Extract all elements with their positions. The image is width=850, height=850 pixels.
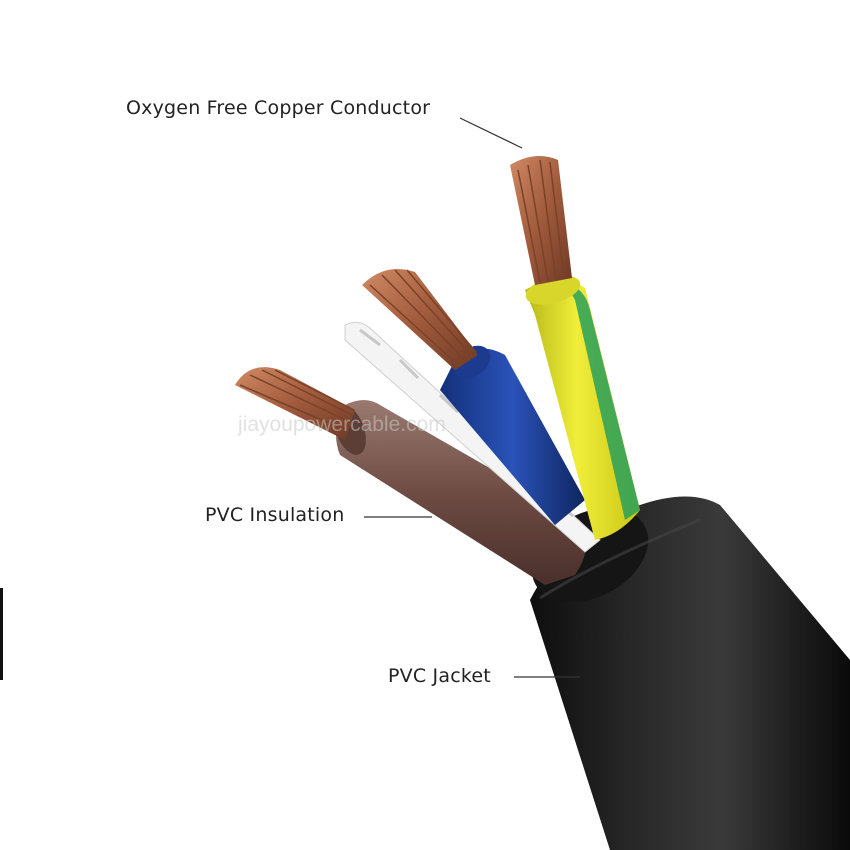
copper-strands-yellow	[510, 156, 572, 285]
conductor-leader-line	[459, 117, 523, 149]
jacket-label: PVC Jacket	[388, 665, 491, 687]
conductor-label: Oxygen Free Copper Conductor	[126, 97, 431, 119]
insulation-label: PVC Insulation	[205, 504, 345, 526]
copper-strands-blue	[362, 268, 478, 370]
copper-strands-brown	[235, 367, 355, 440]
left-edge-mark	[0, 588, 3, 680]
watermark-text: jiayoupowercable.com	[238, 413, 446, 436]
